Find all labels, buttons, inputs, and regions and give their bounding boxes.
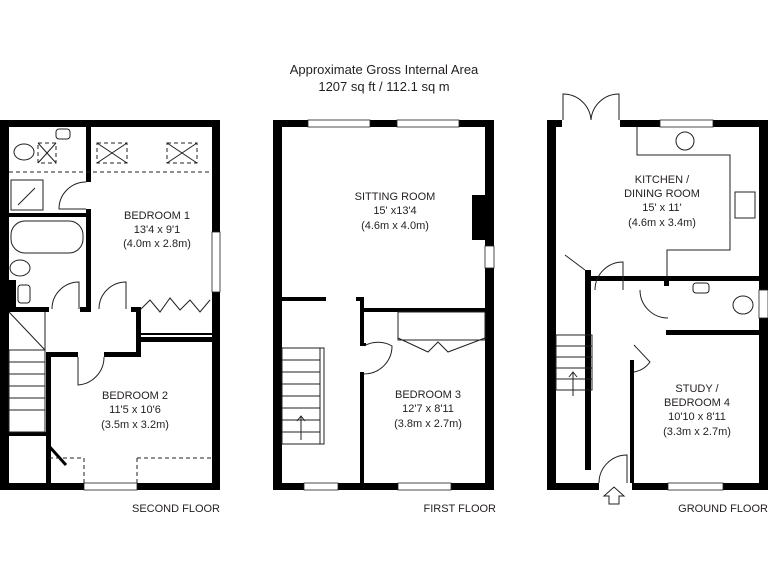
title-line-1: Approximate Gross Internal Area bbox=[289, 62, 479, 77]
first-floor-plan: SITTING ROOM 15' x13'4 (4.6m x 4.0m) BED… bbox=[273, 119, 496, 515]
ground-floor-plan: KITCHEN / DINING ROOM 15' x 11' (4.6m x … bbox=[547, 93, 768, 515]
title-line-2: 1207 sq ft / 112.1 sq m bbox=[318, 79, 450, 94]
sitting-room-imperial: 15' x13'4 bbox=[373, 205, 416, 217]
bedroom-2-metric: (3.5m x 3.2m) bbox=[101, 419, 169, 431]
shower-icon bbox=[10, 179, 44, 211]
hob-icon bbox=[734, 191, 756, 219]
sink-icon bbox=[17, 284, 31, 304]
bedroom-1-name: BEDROOM 1 bbox=[124, 210, 190, 222]
stairs-icon bbox=[281, 347, 325, 445]
bedroom-3-metric: (3.8m x 2.7m) bbox=[394, 418, 462, 430]
bedroom-3-imperial: 12'7 x 8'11 bbox=[402, 403, 454, 415]
kitchen-imperial: 15' x 11' bbox=[642, 202, 681, 214]
kitchen-name-line2: DINING ROOM bbox=[624, 188, 700, 200]
bedroom-2-name: BEDROOM 2 bbox=[102, 390, 168, 402]
toilet-icon bbox=[9, 259, 31, 277]
toilet-icon bbox=[13, 143, 35, 161]
stairs-icon bbox=[555, 334, 593, 396]
entrance-arrow-icon bbox=[602, 486, 626, 505]
kitchen-metric: (4.6m x 3.4m) bbox=[628, 217, 696, 229]
bedroom-1-imperial: 13'4 x 9'1 bbox=[134, 224, 180, 236]
stairs-icon bbox=[8, 311, 46, 433]
bedroom-2-imperial: 11'5 x 10'6 bbox=[109, 404, 161, 416]
sitting-room-name: SITTING ROOM bbox=[355, 191, 436, 203]
study-name-line1: STUDY / bbox=[675, 383, 719, 395]
sink-icon bbox=[692, 282, 710, 294]
sink-icon bbox=[675, 131, 695, 151]
bedroom-1-metric: (4.0m x 2.8m) bbox=[123, 238, 191, 250]
bedroom-3-name: BEDROOM 3 bbox=[395, 389, 461, 401]
first-floor-label: FIRST FLOOR bbox=[423, 503, 496, 515]
ground-floor-label: GROUND FLOOR bbox=[678, 503, 768, 515]
kitchen-name-line1: KITCHEN / bbox=[635, 174, 690, 186]
second-floor-label: SECOND FLOOR bbox=[132, 503, 220, 515]
study-imperial: 10'10 x 8'11 bbox=[668, 411, 726, 423]
study-metric: (3.3m x 2.7m) bbox=[663, 426, 731, 438]
second-floor-plan: BEDROOM 1 13'4 x 9'1 (4.0m x 2.8m) BEDRO… bbox=[0, 120, 221, 515]
toilet-icon bbox=[732, 295, 754, 315]
sitting-room-metric: (4.6m x 4.0m) bbox=[361, 220, 429, 232]
bath-icon bbox=[10, 220, 84, 254]
sink-icon bbox=[55, 128, 71, 140]
study-name-line2: BEDROOM 4 bbox=[664, 397, 730, 409]
